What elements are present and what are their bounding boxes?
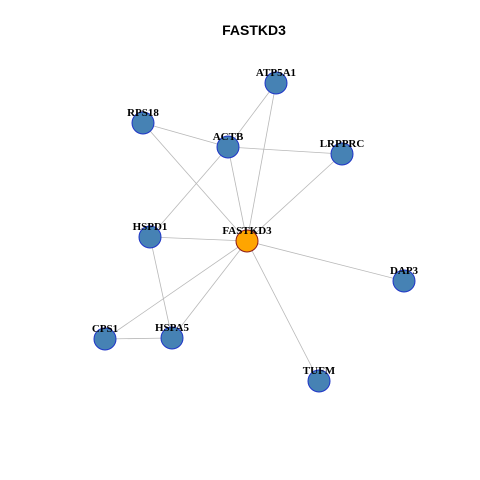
node-hspd1 [138,225,162,249]
edge-rps18-actb [142,122,229,148]
node-label-rps18: RPS18 [127,107,159,119]
node-label-fastkd3: FASTKD3 [222,225,272,237]
node-label-actb: ACTB [213,131,244,143]
node-dap3 [392,269,416,293]
diagram-title: FASTKD3 [222,22,286,38]
edge-atp5a1-actb [227,82,277,148]
edge-fastkd3-cps1 [104,240,248,340]
node-actb [216,135,240,159]
node-lrpprc [330,142,354,166]
edge-layer [104,82,405,382]
edge-fastkd3-dap3 [246,240,405,282]
node-rps18 [131,111,155,135]
node-fastkd3 [235,229,259,253]
node-tufm [307,369,331,393]
node-label-cps1: CPS1 [92,323,118,335]
node-layer [93,71,416,393]
node-label-hspd1: HSPD1 [133,221,168,233]
edge-actb-lrpprc [227,146,343,155]
edge-actb-hspd1 [149,146,229,238]
node-label-dap3: DAP3 [390,265,419,277]
edge-fastkd3-hspa5 [171,240,248,339]
edge-fastkd3-tufm [246,240,320,382]
edge-fastkd3-actb [227,146,248,242]
node-label-tufm: TUFM [303,365,336,377]
edge-fastkd3-rps18 [142,122,248,242]
edge-hspd1-hspa5 [149,236,173,339]
edge-fastkd3-hspd1 [149,236,248,242]
node-cps1 [93,327,117,351]
node-atp5a1 [264,71,288,95]
node-label-lrpprc: LRPPRC [320,138,365,150]
node-label-atp5a1: ATP5A1 [256,67,296,79]
edge-fastkd3-lrpprc [246,153,343,242]
node-hspa5 [160,326,184,350]
node-label-hspa5: HSPA5 [155,322,190,334]
edge-fastkd3-atp5a1 [246,82,277,242]
